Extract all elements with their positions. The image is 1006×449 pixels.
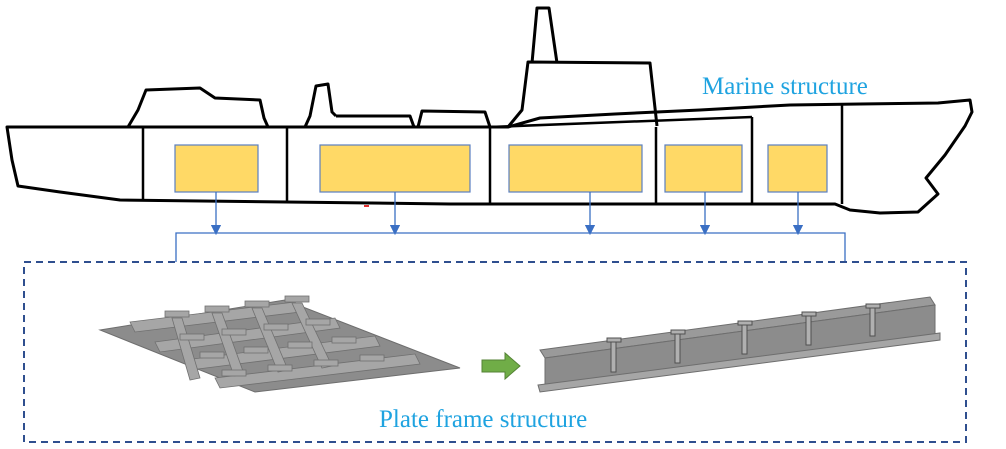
stiffened-plate-grid bbox=[98, 295, 461, 393]
ship-forward-superstructure bbox=[126, 86, 270, 128]
compartment-3 bbox=[508, 144, 643, 193]
ship-mast-small bbox=[303, 82, 338, 128]
ship-deckhouse-2 bbox=[416, 109, 492, 128]
plate-frame-structure-label: Plate frame structure bbox=[379, 406, 587, 433]
plate-stiffeners bbox=[129, 295, 421, 389]
plate-frame-dashed-box bbox=[23, 261, 967, 443]
compartment-2 bbox=[319, 144, 471, 193]
compartment-5 bbox=[767, 144, 828, 193]
marine-structure-label: Marine structure bbox=[702, 73, 868, 100]
compartment-4 bbox=[664, 144, 743, 193]
stiffened-beam bbox=[537, 296, 941, 393]
ship-bulkheads bbox=[141, 104, 844, 204]
compartments bbox=[174, 144, 828, 193]
ship-hull-outline bbox=[5, 98, 974, 215]
connectors bbox=[175, 192, 846, 262]
connector-bracket bbox=[175, 232, 846, 262]
ship-deckhouse-1 bbox=[336, 114, 416, 128]
compartment-1 bbox=[174, 144, 259, 193]
ship bbox=[5, 6, 974, 215]
beam-bottom-flange bbox=[537, 332, 941, 393]
ship-funnel bbox=[530, 6, 559, 64]
green-right-arrow-icon bbox=[481, 351, 521, 381]
beam-transverse-stiffeners bbox=[606, 303, 881, 373]
ship-main-tower bbox=[506, 60, 659, 128]
